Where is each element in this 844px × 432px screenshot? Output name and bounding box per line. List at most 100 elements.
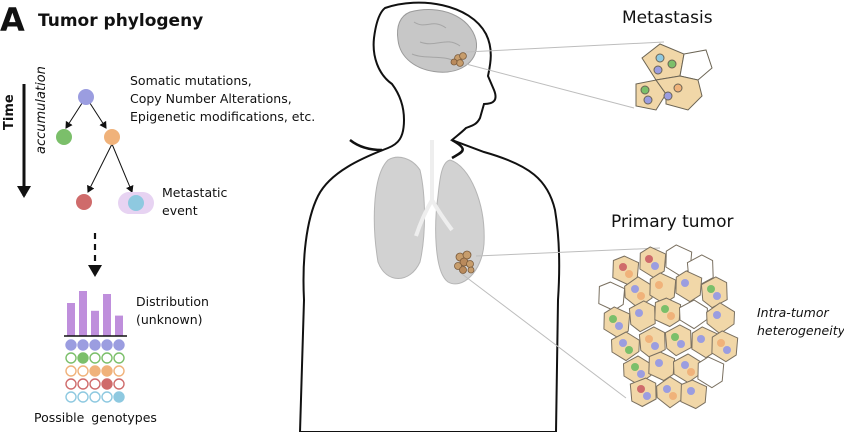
cell-nucleus <box>625 346 633 354</box>
heterogeneity-line-2: heterogeneity <box>757 322 844 340</box>
cell-nucleus <box>645 335 653 343</box>
cell-nucleus <box>631 363 639 371</box>
genotype-dot <box>78 392 88 402</box>
genotype-dot <box>114 353 124 363</box>
time-axis-label: Time <box>2 94 17 130</box>
cell-nucleus <box>681 279 689 287</box>
distribution-bar <box>91 311 99 336</box>
cell-nucleus <box>651 342 659 350</box>
genotype-dot <box>102 340 112 350</box>
cell-nucleus <box>663 385 671 393</box>
distribution-bar <box>115 316 123 336</box>
cell-nucleus <box>667 312 675 320</box>
genotype-dot <box>114 340 124 350</box>
alteration-line-1: Somatic mutations, <box>130 72 315 90</box>
cell-nucleus <box>681 361 689 369</box>
tumor-cell <box>680 300 708 329</box>
alteration-types: Somatic mutations, Copy Number Alteratio… <box>130 72 315 126</box>
distribution-bar <box>79 291 87 336</box>
genotype-dot <box>114 379 124 389</box>
cell-nucleus <box>643 392 651 400</box>
genotype-dot <box>66 366 76 376</box>
genotype-dot <box>66 340 76 350</box>
green-node <box>56 129 72 145</box>
genotype-dot <box>78 340 88 350</box>
cell-nucleus <box>713 311 721 319</box>
tumor-cell <box>640 247 666 278</box>
tumor-cell <box>657 377 685 408</box>
tumor-cell <box>674 354 702 383</box>
tumor-cell <box>599 282 625 310</box>
tumor-cell <box>698 357 724 388</box>
cell-nucleus <box>635 309 643 317</box>
genotype-dot <box>114 392 124 402</box>
panel-title: Tumor phylogeny <box>38 10 203 32</box>
metastatic-event-label: Metastatic event <box>162 184 227 220</box>
cell-nucleus <box>637 385 645 393</box>
genotype-dot <box>114 366 124 376</box>
possible-genotypes-label: Possible genotypes <box>34 410 157 425</box>
cell-nucleus <box>697 335 705 343</box>
distribution-bar <box>103 294 111 336</box>
accumulation-label: accumulation <box>34 66 49 154</box>
cell-nucleus <box>645 255 653 263</box>
genotype-dot <box>90 340 100 350</box>
genotype-dot <box>102 366 112 376</box>
cell-nucleus <box>609 315 617 323</box>
cell-nucleus <box>619 263 627 271</box>
genotype-dot <box>78 353 88 363</box>
cell-nucleus <box>655 281 663 289</box>
tumor-cell <box>655 298 681 326</box>
human-silhouette <box>300 3 559 432</box>
cell-nucleus <box>637 370 645 378</box>
tumor-cell <box>707 303 735 334</box>
primary-tumor-label: Primary tumor <box>611 212 734 232</box>
metastatic-line-1: Metastatic <box>162 184 227 202</box>
cell-nucleus <box>677 340 685 348</box>
tumor-cell <box>665 325 691 356</box>
tumor-cell <box>649 352 675 380</box>
genotype-dot <box>102 353 112 363</box>
cell-nucleus <box>619 339 627 347</box>
metastasis-cells <box>636 44 712 110</box>
alteration-line-3: Epigenetic modifications, etc. <box>130 108 315 126</box>
distribution-bars <box>67 291 123 336</box>
genotype-dot <box>66 379 76 389</box>
distribution-line-1: Distribution <box>136 293 209 311</box>
cell-nucleus <box>661 305 669 313</box>
blue-node <box>128 195 144 211</box>
cell-nucleus <box>671 333 679 341</box>
genotype-matrix <box>66 340 124 402</box>
genotype-dot <box>90 379 100 389</box>
cell-nucleus <box>651 262 659 270</box>
tumor-cell <box>629 301 655 332</box>
primary-tumor-cells <box>599 245 738 409</box>
cell-nucleus <box>717 339 725 347</box>
genotype-dot <box>90 353 100 363</box>
cell-nucleus <box>687 368 695 376</box>
genotype-dot <box>78 366 88 376</box>
cell-nucleus <box>707 285 715 293</box>
red-node <box>76 194 92 210</box>
metastasis-label: Metastasis <box>622 8 713 28</box>
orange-node <box>104 129 120 145</box>
distribution-bar <box>67 303 75 336</box>
distribution-line-2: (unknown) <box>136 311 209 329</box>
cell-nucleus <box>723 346 731 354</box>
genotype-dot <box>102 392 112 402</box>
genotype-dot <box>90 392 100 402</box>
heterogeneity-label: Intra-tumor heterogeneity <box>757 304 844 340</box>
genotype-dot <box>66 353 76 363</box>
tumor-cell <box>712 331 738 362</box>
cell-nucleus <box>713 292 721 300</box>
distribution-label: Distribution (unknown) <box>136 293 209 329</box>
alteration-line-2: Copy Number Alterations, <box>130 90 315 108</box>
cell-nucleus <box>615 322 623 330</box>
root-node <box>78 89 94 105</box>
genotype-dot <box>90 366 100 376</box>
heterogeneity-line-1: Intra-tumor <box>757 304 844 322</box>
cell-nucleus <box>637 292 645 300</box>
panel-letter: A <box>0 2 25 38</box>
cell-nucleus <box>687 387 695 395</box>
genotype-dot <box>78 379 88 389</box>
